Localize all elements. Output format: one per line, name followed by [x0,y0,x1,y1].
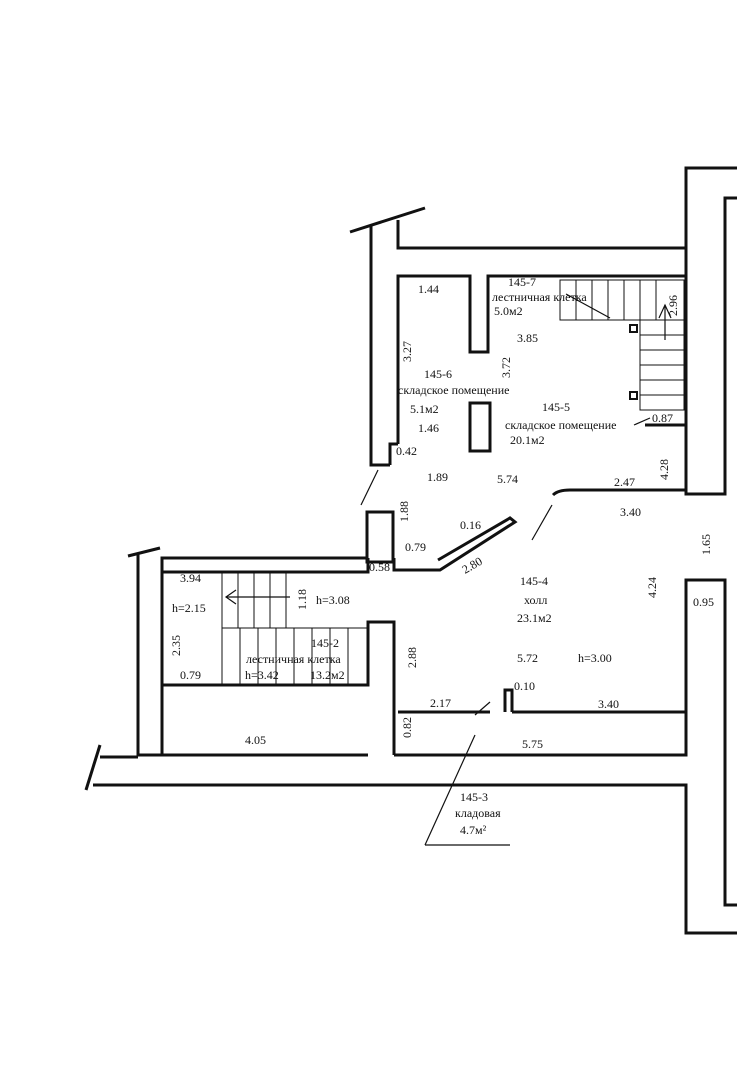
wall-storage-right [645,276,688,427]
height-left-stair-top: h=2.15 [172,601,206,615]
dim-2-47: 2.47 [614,475,635,489]
dim-0-42: 0.42 [396,444,417,458]
dim-2-35: 2.35 [169,635,183,656]
dimension-labels: 1.44 3.27 3.72 3.85 2.96 0.87 1.46 0.42 … [169,282,714,751]
dim-1-88: 1.88 [397,501,411,522]
wall-column [468,401,492,453]
wall-left-top [127,546,161,558]
door-swing-upper [360,469,379,506]
room-145-5-area: 20.1м2 [510,433,545,447]
thin-lines [224,293,672,846]
stair-145-2-lower [221,627,369,685]
room-145-7-name: лестничная клетка [492,290,587,304]
door-swing-stair [565,293,611,319]
room-145-3-area: 4.7м² [460,823,487,837]
wall-right-lower [723,737,737,907]
dim-0-10: 0.10 [514,679,535,693]
room-145-6-name: складское помещение [398,383,509,397]
dim-3-94: 3.94 [180,571,201,585]
height-hall: h=3.00 [578,651,612,665]
dim-2-17: 2.17 [430,696,451,710]
room-labels: 145-7 лестничная клетка 5.0м2 145-6 скла… [246,275,616,837]
room-145-2-name: лестничная клетка [246,652,341,666]
room-145-5-name: складское помещение [505,418,616,432]
leader-145-3 [424,734,476,846]
room-145-2-area: 13.2м2 [310,668,345,682]
dim-1-89: 1.89 [427,470,448,484]
room-145-7-area: 5.0м2 [494,304,523,318]
wall-bottom-corridor-low [93,783,737,935]
dim-2-88: 2.88 [405,647,419,668]
height-left-stair-mid: h=3.08 [316,593,350,607]
arrow-left-145-2-head [224,589,237,605]
dim-3-72: 3.72 [499,357,513,378]
dim-4-28: 4.28 [657,459,671,480]
wall-top-corridor [349,206,426,234]
wall-jamb [365,510,395,564]
dim-2-80: 2.80 [460,554,485,577]
wall-hall-curve [551,488,686,497]
dim-5-72: 5.72 [517,651,538,665]
door-swing-store [474,701,491,716]
dim-0-16: 0.16 [460,518,481,532]
arrow-up-145-7-head [658,303,672,319]
dim-4-24: 4.24 [645,577,659,598]
wall-store-post [503,688,514,712]
dim-0-79-upper: 0.79 [405,540,426,554]
height-labels: h=2.15 h=3.08 h=3.42 h=3.00 [172,593,612,682]
dim-1-65: 1.65 [699,534,713,555]
wall-storage-outer [396,274,686,444]
dim-1-18: 1.18 [295,589,309,610]
dim-5-74: 5.74 [497,472,518,486]
room-145-7-id: 145-7 [508,275,536,289]
room-145-6-area: 5.1м2 [410,402,439,416]
wall-storage-bottom [388,442,398,465]
leader-145-5 [633,417,651,426]
stairs-145-7 [559,279,685,411]
room-145-4-area: 23.1м2 [517,611,552,625]
wall-left-mid [162,558,370,574]
stair-145-7-post-1 [629,324,638,333]
room-145-3-name: кладовая [455,806,501,820]
room-145-5-id: 145-5 [542,400,570,414]
dim-0-58: 0.58 [369,560,390,574]
dim-0-82: 0.82 [400,717,414,738]
dim-3-27: 3.27 [400,341,414,362]
room-145-3-id: 145-3 [460,790,488,804]
stair-145-7-frame [559,279,685,321]
room-145-4-id: 145-4 [520,574,548,588]
stair-145-7-post-2 [629,391,638,400]
door-swing-hall [531,504,553,541]
dim-1-44: 1.44 [418,282,439,296]
wall-right-upper [684,196,737,496]
dim-1-46: 1.46 [418,421,439,435]
dim-0-79-lower: 0.79 [180,668,201,682]
stairs-145-2 [221,571,369,685]
dim-5-75: 5.75 [522,737,543,751]
wall-bottom-left [84,744,102,791]
wall-store-bottom [394,578,727,757]
dim-0-95: 0.95 [693,595,714,609]
wall-left-landing [162,620,396,755]
dim-4-05: 4.05 [245,733,266,747]
room-145-6-id: 145-6 [424,367,452,381]
wall-ramp [392,516,518,572]
dim-3-40-lower: 3.40 [598,697,619,711]
dim-3-85: 3.85 [517,331,538,345]
height-left-stair-bottom: h=3.42 [245,668,279,682]
room-145-4-name: холл [524,593,547,607]
wall-top-left [369,225,390,467]
dim-3-40-upper: 3.40 [620,505,641,519]
dim-0-87: 0.87 [652,411,673,425]
wall-top-inner [396,166,737,250]
room-145-2-id: 145-2 [311,636,339,650]
dim-2-96: 2.96 [666,295,680,316]
